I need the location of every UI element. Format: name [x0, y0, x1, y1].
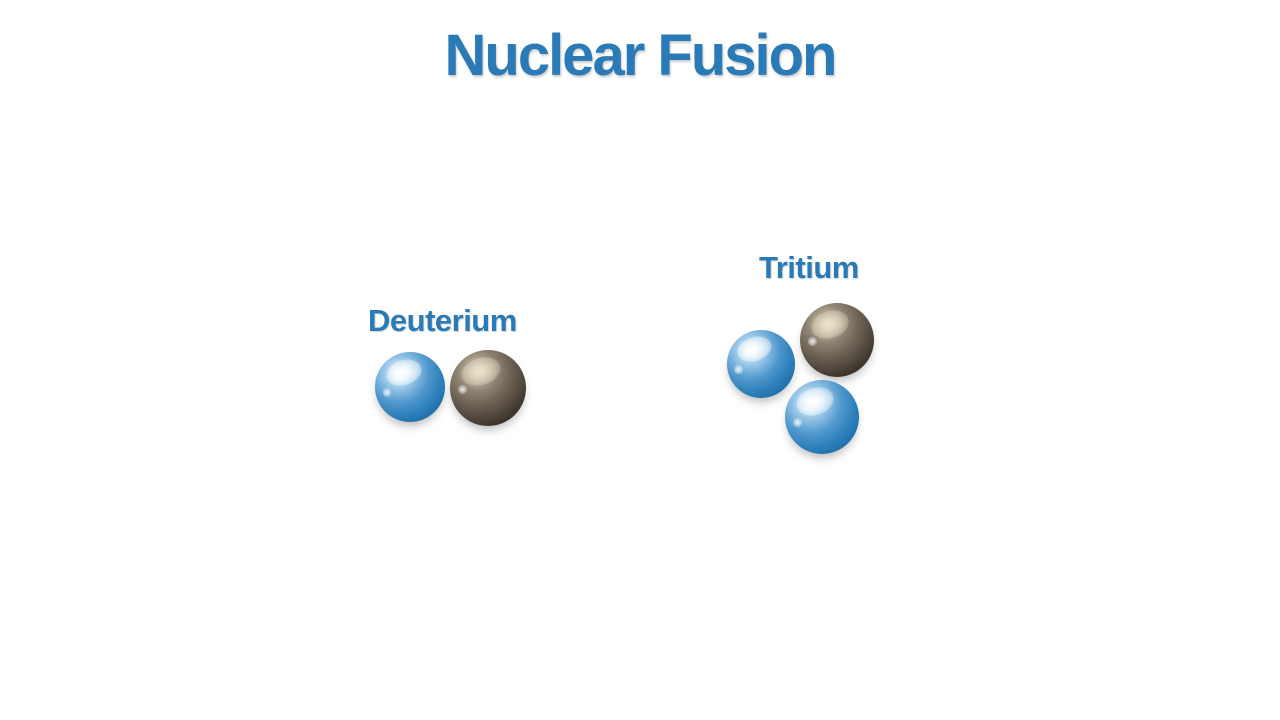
dark-particle-icon: [450, 350, 526, 426]
blue-particle-icon: [375, 352, 445, 422]
blue-particle-icon: [785, 380, 859, 454]
blue-particle-icon: [727, 330, 795, 398]
dark-particle-icon: [800, 303, 874, 377]
deuterium-label: Deuterium: [368, 303, 517, 338]
page-title: Nuclear Fusion: [444, 23, 838, 88]
tritium-label: Tritium: [759, 250, 859, 285]
